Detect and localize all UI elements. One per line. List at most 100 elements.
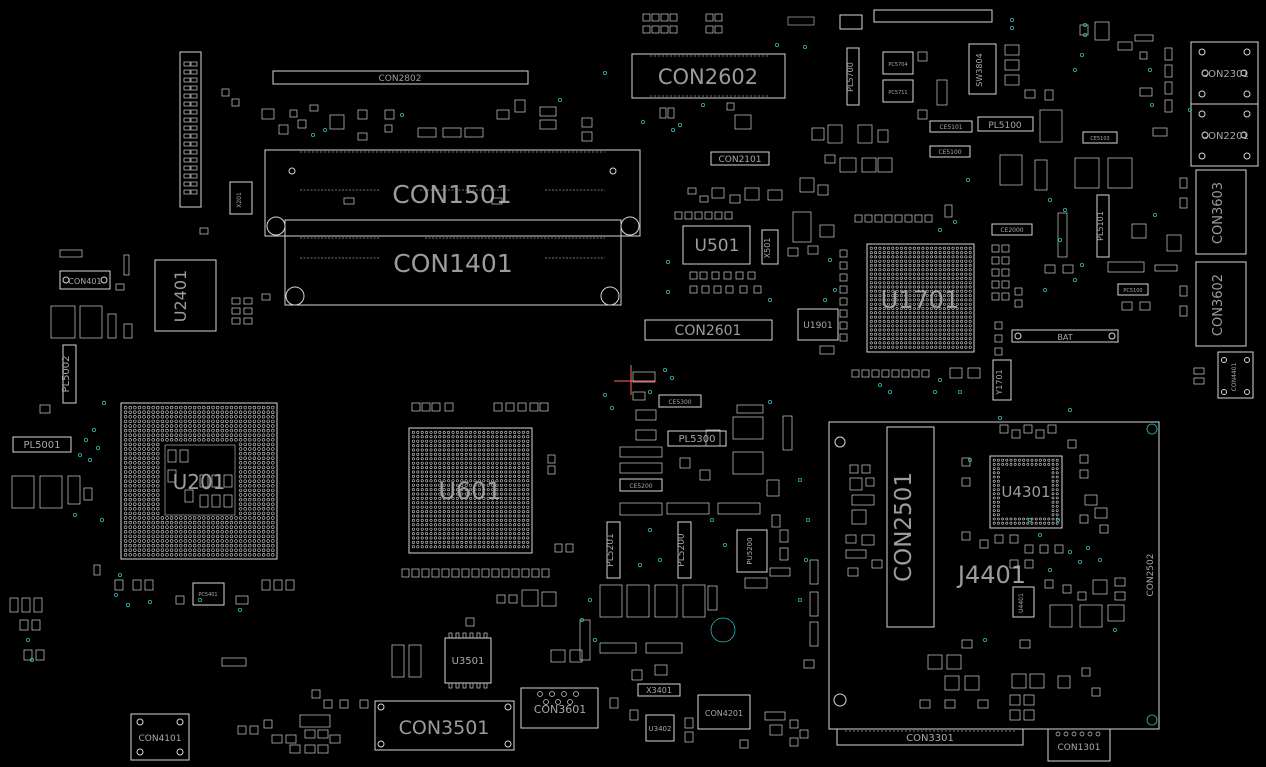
bga-ball (137, 502, 142, 506)
pu5200-chip[interactable]: PU5200 (736, 529, 768, 573)
pl5201-inductor[interactable]: PL5201 (606, 521, 621, 579)
u201-bga[interactable]: U201 (120, 402, 278, 560)
bga-ball (243, 442, 247, 447)
bga-ball (513, 466, 517, 470)
ce5100-part[interactable]: CE5100 (929, 145, 971, 158)
u1701-bga[interactable]: U1701 (866, 243, 975, 353)
bga-ball (921, 302, 925, 306)
via (1056, 518, 1061, 523)
bga-ball (123, 488, 128, 493)
pc5401-part[interactable]: PC5401 (192, 582, 225, 606)
con2602-outline[interactable]: CON2602 (631, 53, 786, 99)
bga-ball (1030, 521, 1034, 525)
ce5200-part[interactable]: CE5200 (619, 478, 663, 492)
con401-connector[interactable]: CON401 (59, 270, 111, 290)
bga-ball (146, 433, 151, 437)
con2501-connector[interactable]: CON2501 (886, 426, 935, 628)
u601-bga[interactable]: U601 (408, 427, 533, 554)
x201-crystal[interactable]: X201 (229, 181, 253, 215)
con4401-connector[interactable]: CON4401 (1217, 351, 1254, 399)
bga-ball (252, 415, 257, 419)
con3603-connector[interactable]: CON3603 (1195, 169, 1247, 255)
pl5101-inductor[interactable]: PL5101 (1096, 194, 1110, 258)
con3601-connector[interactable]: CON3601 (520, 687, 599, 729)
u4301-bga[interactable]: U4301 (989, 455, 1063, 529)
sw3804-switch[interactable]: SW3804 (968, 43, 997, 95)
con3301-connector[interactable]: CON3301 (836, 728, 1024, 746)
con4101-connector[interactable]: CON4101 (130, 713, 190, 761)
bga-ball (925, 246, 929, 250)
bga-ball (271, 543, 275, 548)
y1701-crystal[interactable]: Y1701 (992, 359, 1012, 401)
bga-ball (142, 497, 146, 502)
bga-ball (261, 410, 266, 414)
bga-ball (234, 543, 238, 548)
bga-ball (447, 479, 451, 483)
x501-crystal[interactable]: X501 (761, 229, 779, 265)
con3602-connector[interactable]: CON3602 (1195, 261, 1247, 347)
bga-ball (1030, 462, 1034, 466)
x3401-crystal[interactable]: X3401 (637, 683, 681, 697)
bga-ball (968, 345, 972, 349)
con1401-outline[interactable]: CON1401 (284, 219, 622, 306)
bga-ball (257, 428, 261, 433)
bga-ball (925, 306, 929, 310)
pc5704-part[interactable]: PC5704 (882, 51, 914, 75)
con2301-connector[interactable]: CON2301 (1190, 41, 1259, 105)
bga-ball (179, 530, 183, 534)
pc5100-part[interactable]: PC5100 (1117, 283, 1149, 296)
con2802-outline[interactable]: CON2802 (272, 70, 529, 85)
u3402-chip[interactable]: U3402 (645, 714, 675, 742)
con1301-connector[interactable]: CON1301 (1047, 728, 1111, 762)
bga-ball (202, 534, 206, 539)
u2401-chip[interactable]: U2401 (154, 259, 217, 332)
pl5100-inductor[interactable]: PL5100 (977, 116, 1034, 132)
con3501-connector[interactable]: CON3501 (374, 700, 515, 751)
bga-ball (234, 548, 238, 552)
bat-outline[interactable]: BAT (1011, 329, 1119, 343)
ce5103-part[interactable]: CE5103 (1082, 131, 1118, 144)
bga-ball (243, 470, 247, 474)
ce2000-part[interactable]: CE2000 (991, 223, 1033, 236)
bga-ball (192, 534, 197, 539)
bga-ball (425, 457, 429, 461)
bga-ball (252, 530, 257, 534)
bga-ball (992, 500, 996, 504)
bga-ball (1055, 496, 1059, 500)
bga-ball (469, 457, 473, 461)
bga-ball (874, 328, 878, 332)
bga-ball (912, 345, 916, 349)
pc5711-part[interactable]: PC5711 (882, 79, 914, 103)
bga-ball (521, 430, 525, 434)
bga-ball (416, 452, 420, 456)
con1501-outline[interactable]: CON1501 (264, 149, 641, 237)
bga-ball (123, 548, 128, 552)
pl5200-inductor[interactable]: PL5200 (677, 521, 692, 579)
bga-ball (271, 447, 275, 451)
left-vertical-connector[interactable] (179, 51, 202, 208)
j4401-board-outline[interactable]: J4401 (828, 421, 1160, 730)
bga-ball (442, 457, 446, 461)
bga-ball (447, 483, 451, 487)
bga-ball (869, 294, 873, 298)
bga-ball (442, 510, 446, 514)
u3501-chip[interactable]: U3501 (444, 632, 492, 689)
con4201-connector[interactable]: CON4201 (697, 694, 751, 730)
u4401-chip[interactable]: U4401 (1012, 586, 1035, 618)
pl5300-inductor[interactable]: PL5300 (667, 430, 727, 447)
con2502-connector[interactable]: CON2502 (1146, 553, 1156, 596)
ce5101-part[interactable]: CE5101 (929, 120, 973, 133)
u1901-chip[interactable]: U1901 (797, 308, 839, 341)
ce5300-part[interactable]: CE5300 (658, 394, 702, 408)
bga-ball (211, 534, 215, 539)
con2601-outline[interactable]: CON2601 (644, 319, 773, 341)
bga-ball (964, 285, 968, 289)
pl5001-inductor[interactable]: PL5001 (12, 436, 72, 453)
pl5700-inductor[interactable]: PL5700 (846, 47, 860, 106)
con2101-outline[interactable]: CON2101 (710, 151, 770, 166)
con2201-connector[interactable]: CON2201 (1190, 103, 1259, 167)
bga-ball (451, 540, 455, 544)
u501-chip[interactable]: U501 (682, 225, 751, 265)
pl5002-inductor[interactable]: PL5002 (61, 344, 77, 404)
